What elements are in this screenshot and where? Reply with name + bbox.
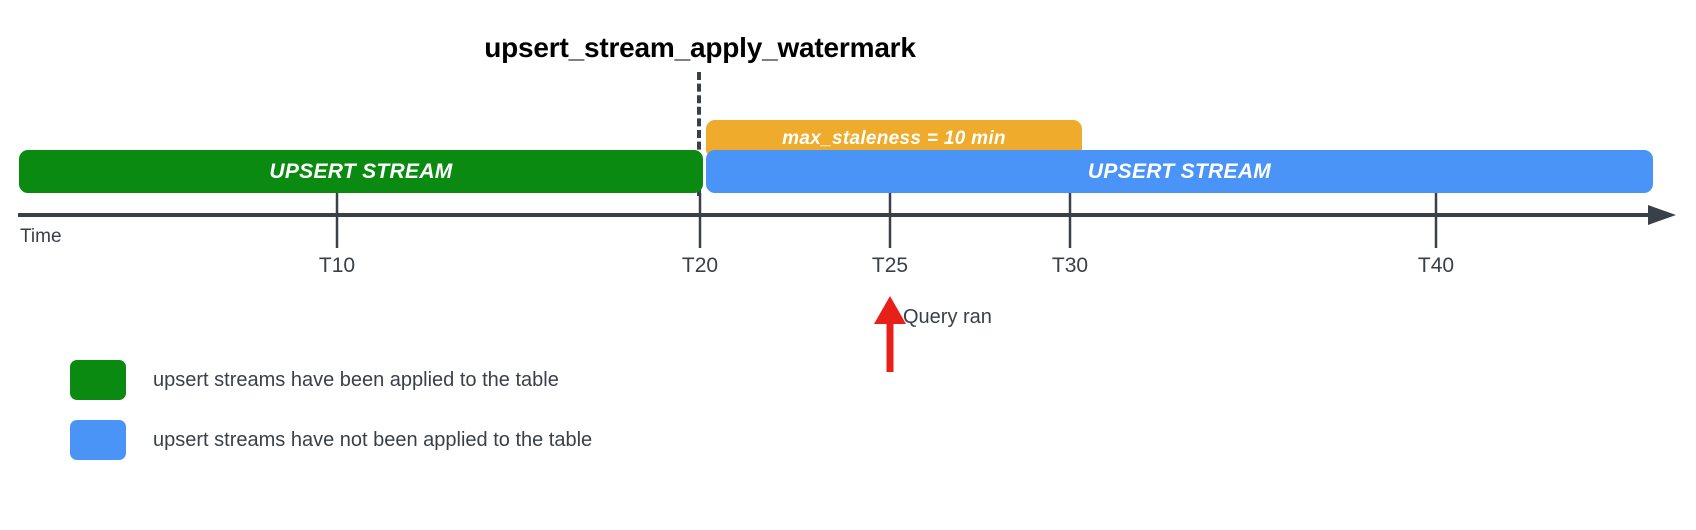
bar-max-staleness-label: max_staleness = 10 min [782, 128, 1006, 149]
time-axis-arrowhead [1648, 205, 1676, 225]
legend-label-not-applied: upsert streams have not been applied to … [153, 428, 593, 451]
tick-label-t25: T25 [871, 254, 909, 277]
time-axis-caption: Time [20, 226, 62, 247]
legend-swatch-green [70, 360, 126, 400]
bar-upsert-stream-not-applied-label: UPSERT STREAM [1087, 159, 1272, 183]
legend-label-applied: upsert streams have been applied to the … [153, 368, 559, 391]
watermark-dotted-line [697, 72, 701, 196]
bar-upsert-stream-applied-label: UPSERT STREAM [269, 159, 453, 183]
tick-label-t40: T40 [1417, 254, 1455, 277]
legend: upsert streams have been applied to the … [70, 350, 592, 470]
diagram-title: upsert_stream_apply_watermark [484, 32, 916, 63]
tick-label-t20: T20 [681, 254, 719, 277]
query-ran-label: Query ran [903, 306, 992, 328]
legend-swatch-blue [70, 420, 126, 460]
legend-item-applied: upsert streams have been applied to the … [70, 350, 592, 410]
legend-item-not-applied: upsert streams have not been applied to … [70, 410, 592, 470]
tick-label-t10: T10 [318, 254, 356, 277]
bar-upsert-stream-not-applied: UPSERT STREAM [706, 150, 1653, 193]
query-ran-arrow-head [874, 296, 906, 324]
tick-label-t30: T30 [1051, 254, 1089, 277]
bar-upsert-stream-applied: UPSERT STREAM [19, 150, 703, 193]
